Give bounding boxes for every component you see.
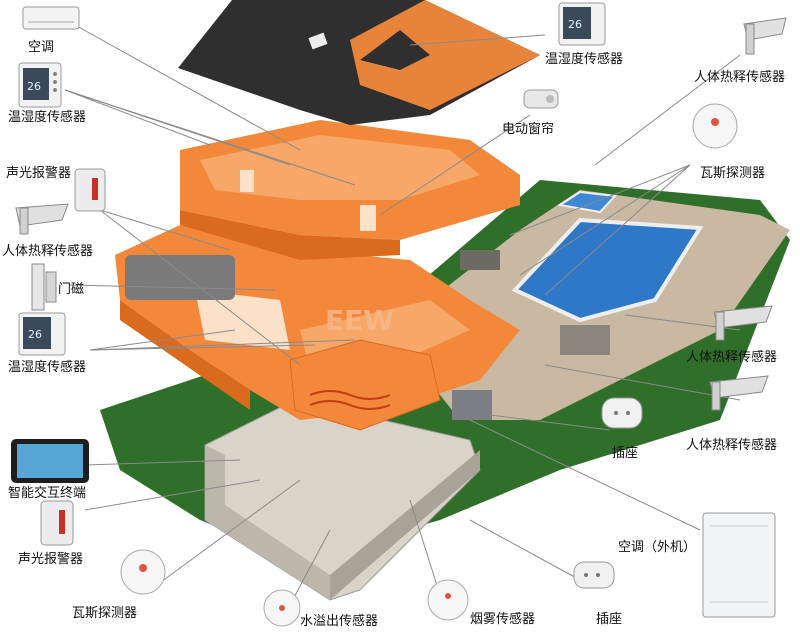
basement-wall-front xyxy=(205,445,330,600)
label-th-sensor-top-right: 温湿度传感器 xyxy=(545,52,624,67)
socket-icon-bottom xyxy=(573,561,615,589)
label-ac-outdoor: 空调（外机） xyxy=(618,540,697,555)
label-sound-light-alarm-bottom: 声光报警器 xyxy=(18,552,84,567)
pir-sensor-icon-right-1 xyxy=(743,17,787,55)
pool xyxy=(511,217,704,323)
label-pir-left: 人体热释传感器 xyxy=(2,244,94,259)
label-pir-right-3: 人体热释传感器 xyxy=(686,438,778,453)
second-floor-shadow xyxy=(180,210,400,260)
pir-sensor-icon-left xyxy=(15,203,69,235)
patio-furniture-1 xyxy=(560,325,610,355)
pump-box xyxy=(452,390,492,420)
sound-light-alarm-icon xyxy=(74,168,106,212)
first-floor-shadow xyxy=(120,300,250,410)
thermostat-icon: 26 xyxy=(18,62,62,108)
smoke-sensor-icon xyxy=(427,579,469,621)
thermostat-reading: 26 xyxy=(27,80,41,93)
second-floor-inner xyxy=(200,135,480,200)
gas-detector-icon-right xyxy=(692,103,738,149)
watermark: EEW xyxy=(325,304,394,337)
roof-gable xyxy=(350,0,540,110)
label-sound-light-alarm-top: 声光报警器 xyxy=(6,166,72,181)
label-electric-curtain: 电动窗帘 xyxy=(502,122,555,137)
pir-sensor-icon-right-3 xyxy=(709,375,769,411)
water-overflow-sensor-icon xyxy=(263,589,301,627)
roof-skylight xyxy=(308,32,328,50)
svg-text:26: 26 xyxy=(568,18,582,31)
ac-indoor-unit-icon xyxy=(22,6,80,30)
pir-sensor-icon-right-2 xyxy=(713,305,773,341)
basement-wall-right xyxy=(330,450,480,600)
floor-heating-pipe xyxy=(309,390,391,410)
label-th-sensor-mid-left: 温湿度传感器 xyxy=(8,360,87,375)
label-th-sensor-top-left: 温湿度传感器 xyxy=(8,110,87,125)
ac-outdoor-unit-icon xyxy=(702,512,776,618)
label-gas-detector-bottom: 瓦斯探测器 xyxy=(72,606,138,621)
thermostat-icon-mid: 26 xyxy=(18,312,66,356)
label-smart-terminal: 智能交互终端 xyxy=(8,486,87,501)
label-door-magnet: 门磁 xyxy=(58,282,85,297)
gas-detector-icon-bottom xyxy=(120,549,166,595)
label-smoke-sensor: 烟雾传感器 xyxy=(470,612,536,627)
label-ac-indoor: 空调 xyxy=(28,40,55,55)
patio-furniture-2 xyxy=(460,250,500,270)
heated-room xyxy=(289,339,441,431)
label-socket-bottom: 插座 xyxy=(596,612,623,627)
svg-text:26: 26 xyxy=(28,328,42,341)
label-pir-right-1: 人体热释传感器 xyxy=(694,70,786,85)
electric-curtain-icon xyxy=(523,89,559,109)
roof-gable-front xyxy=(360,30,430,70)
label-socket-mid: 插座 xyxy=(612,446,639,461)
socket-icon-mid xyxy=(601,397,643,429)
pool-small xyxy=(557,190,618,214)
window-1 xyxy=(240,170,254,192)
window-2 xyxy=(360,205,376,231)
sound-light-alarm-icon-bottom xyxy=(40,500,74,546)
tablet-terminal-icon xyxy=(11,439,89,483)
label-pir-right-2: 人体热释传感器 xyxy=(686,350,778,365)
garage-car xyxy=(125,255,235,300)
thermostat-icon-top-right: 26 xyxy=(558,2,606,46)
label-gas-detector-right: 瓦斯探测器 xyxy=(700,166,766,181)
label-water-overflow: 水溢出传感器 xyxy=(300,614,379,629)
door-magnet-icon xyxy=(31,263,57,311)
